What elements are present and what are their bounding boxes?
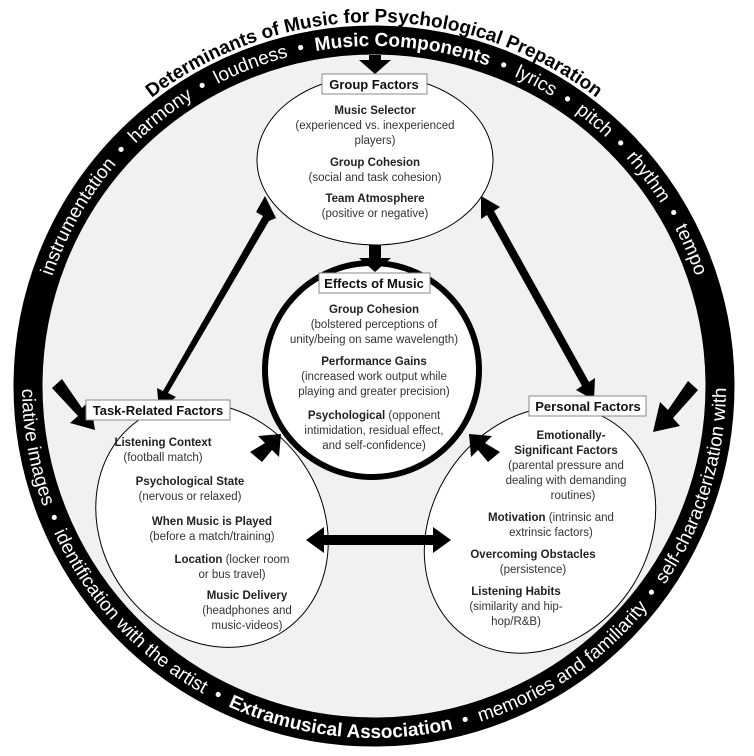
item-heading: When Music is Played [152, 516, 272, 528]
double-arrow-task-personal [306, 527, 451, 553]
item-detail-inline: (locker room [222, 554, 289, 566]
item-detail-inline: (intrinsic and [546, 512, 614, 524]
item-detail: and self-confidence) [322, 440, 426, 452]
personal-factors-label: Personal Factors [535, 399, 641, 414]
item-detail: (experienced vs. inexperienced [295, 120, 454, 132]
item-heading: Performance Gains [321, 356, 426, 368]
item-detail: players) [355, 135, 396, 147]
ring-separator: • [41, 506, 67, 530]
personal-factors-ellipse [423, 406, 657, 654]
item-detail: (headphones and [202, 605, 292, 617]
item-detail: (parental pressure and [508, 460, 624, 472]
group-factors-content: Music Selector (experienced vs. inexperi… [295, 105, 454, 220]
arrows [52, 55, 698, 553]
task-related-label: Task-Related Factors [93, 403, 224, 418]
task-related-content: Listening Context (football match) Psych… [114, 437, 291, 632]
arrow-ring-to-task-related [52, 379, 95, 430]
item-detail: (positive or negative) [322, 208, 429, 220]
effects-of-music-label-box: Effects of Music [318, 272, 431, 294]
item-detail: (before a match/training) [149, 531, 274, 543]
ring-separator: • [290, 36, 311, 60]
item-detail: music-videos) [212, 620, 283, 632]
double-arrow-group-task [157, 196, 276, 410]
task-related-label-box: Task-Related Factors [85, 399, 231, 421]
item-heading: Music Selector [334, 105, 416, 117]
item-detail: extrinsic factors) [509, 527, 593, 539]
item-heading: Listening Context [114, 437, 211, 449]
group-factors-label: Group Factors [329, 77, 419, 92]
arrow-personal-to-effects [469, 434, 500, 462]
item-heading: Motivation [488, 512, 546, 524]
item-detail: (nervous or relaxed) [139, 491, 242, 503]
item-detail: (increased work output while [301, 371, 447, 383]
personal-factors-label-box: Personal Factors [528, 395, 647, 417]
item-heading: Psychological State [136, 476, 245, 488]
item-detail: intimidation, residual effect, [304, 425, 443, 437]
item-detail: (social and task cohesion) [309, 172, 442, 184]
arrow-task-to-effects [250, 434, 281, 462]
item-heading: Music Delivery [207, 590, 288, 602]
item-heading: Group Cohesion [329, 304, 419, 316]
item-heading: Location [174, 554, 222, 566]
item-heading: Listening Habits [471, 586, 560, 598]
item-detail: (football match) [123, 452, 202, 464]
group-factors-label-box: Group Factors [321, 73, 428, 95]
item-heading: Significant Factors [514, 445, 618, 457]
item-detail: routines) [551, 490, 596, 502]
item-heading-line: Location (locker room [174, 554, 289, 566]
arrow-ring-to-group-factors [359, 55, 391, 74]
item-heading-line: Psychological (opponent [308, 410, 441, 422]
item-heading: Emotionally- [536, 430, 605, 442]
personal-factors-content: Emotionally- Significant Factors (parent… [469, 430, 626, 628]
item-heading-line: Motivation (intrinsic and [488, 512, 614, 524]
double-arrow-group-personal [481, 196, 595, 400]
item-heading: Overcoming Obstacles [470, 549, 595, 561]
item-detail: dealing with demanding [506, 475, 627, 487]
effects-of-music-label: Effects of Music [324, 276, 424, 291]
item-detail: or bus travel) [198, 569, 265, 581]
arrow-ring-to-personal [653, 381, 698, 432]
item-detail: playing and greater precision) [298, 386, 450, 398]
item-heading: Group Cohesion [330, 157, 420, 169]
item-heading: Psychological [308, 410, 385, 422]
item-detail: unity/being on same wavelength) [290, 334, 458, 346]
ring-separator: • [492, 53, 516, 79]
item-detail-inline: (opponent [385, 410, 441, 422]
item-detail: hop/R&B) [491, 616, 541, 628]
item-detail: (bolstered perceptions of [311, 319, 438, 331]
item-detail: (persistence) [500, 564, 567, 576]
item-heading: Team Atmosphere [325, 193, 424, 205]
effects-of-music-content: Group Cohesion (bolstered perceptions of… [290, 304, 458, 452]
item-detail: (similarity and hip- [469, 601, 562, 613]
arrow-group-to-effects [359, 245, 391, 272]
ring-separator: • [454, 708, 476, 733]
